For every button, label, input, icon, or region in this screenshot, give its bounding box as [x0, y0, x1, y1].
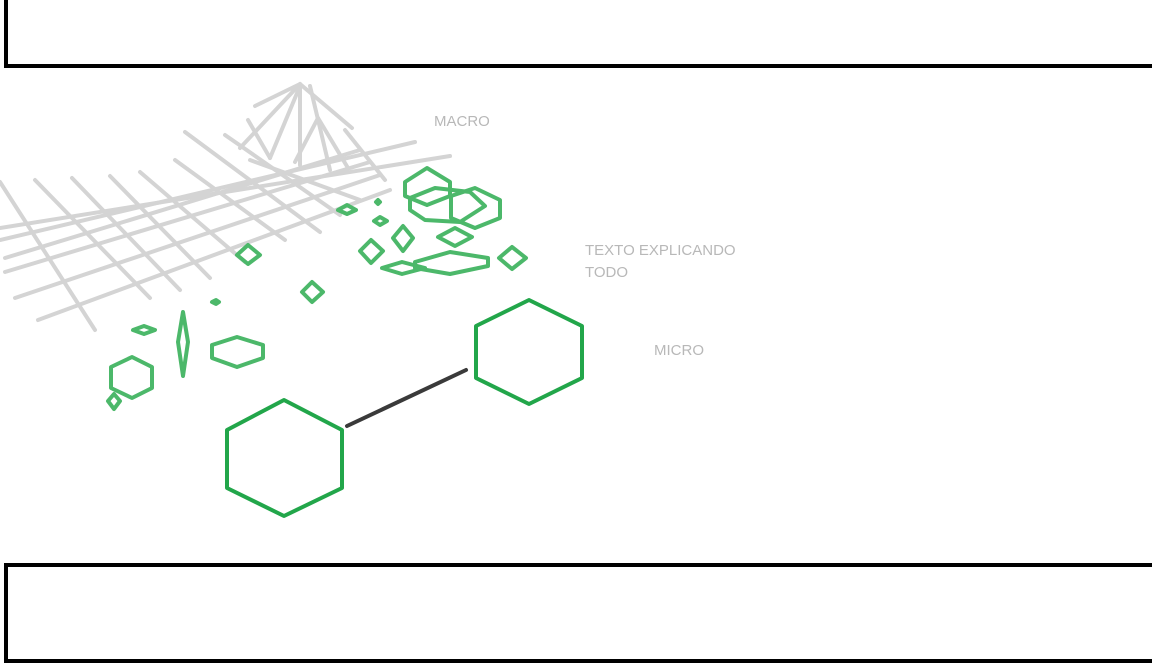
hexagon — [436, 226, 474, 248]
hexagon — [109, 355, 154, 400]
hexagon — [210, 298, 221, 306]
hexagon — [497, 245, 528, 271]
hexagon — [235, 243, 262, 266]
large-hexagon-left — [225, 398, 344, 518]
micro-molecule — [225, 298, 584, 518]
diagram-canvas — [0, 82, 584, 518]
hexagon — [372, 215, 389, 227]
explanation-label: TEXTO EXPLICANDO TODO — [585, 242, 736, 281]
macro-hexagon-cluster — [106, 166, 528, 411]
bottom-frame-panel — [4, 563, 1152, 663]
hexagon — [391, 224, 415, 253]
hexagon — [408, 186, 487, 224]
hexagon — [358, 238, 385, 265]
hexagon — [449, 186, 502, 230]
connector-bond — [345, 368, 468, 428]
hexagon — [336, 203, 358, 216]
hexagon — [106, 392, 122, 411]
macro-label: MACRO — [434, 113, 490, 130]
hexagon — [374, 198, 382, 206]
large-hexagon-right — [474, 298, 584, 406]
hexagon — [210, 335, 265, 369]
hexagon — [131, 324, 157, 336]
hexagon — [300, 280, 325, 304]
hexagon — [176, 310, 190, 378]
hexagon — [413, 250, 490, 276]
macro-grid-surface — [0, 82, 452, 332]
micro-label: MICRO — [654, 342, 704, 359]
top-frame-panel — [4, 0, 1152, 68]
